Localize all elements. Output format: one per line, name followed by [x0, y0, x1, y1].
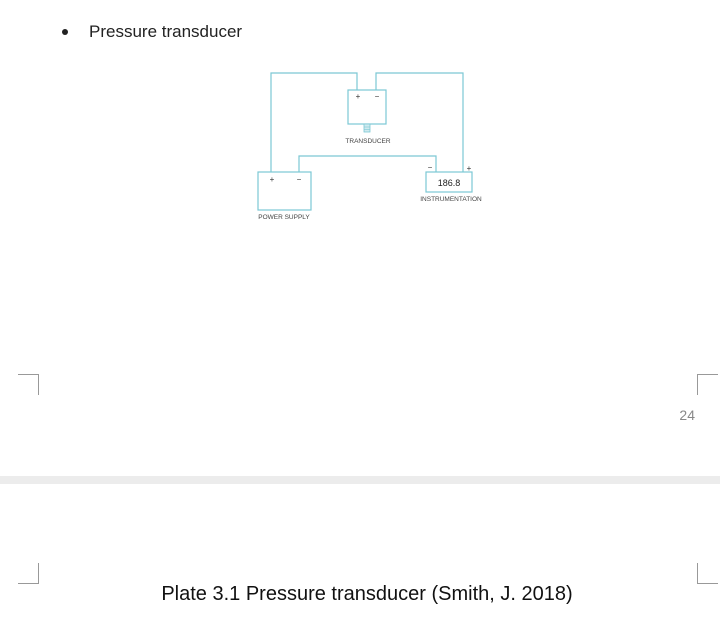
power-supply-minus-terminal: −: [297, 175, 302, 184]
wire-supply-plus-to-transducer-plus: [270, 72, 358, 172]
bullet-text: Pressure transducer: [89, 22, 243, 41]
wire-transducer-minus-to-instrument-plus: [375, 72, 464, 172]
document-page-2: [0, 484, 720, 617]
transducer-port-icon: [363, 123, 371, 133]
figure-caption: Plate 3.1 Pressure transducer (Smith, J.…: [161, 583, 573, 605]
page-corner-mark-top-left: [18, 374, 39, 395]
instrumentation-plus-terminal: +: [467, 164, 472, 173]
transducer-label: TRANSDUCER: [345, 138, 390, 145]
bullet-item: Pressure transducer: [62, 22, 242, 42]
transducer-box: [347, 89, 387, 125]
bullet-icon: [62, 29, 68, 35]
page-corner-mark-top-right: [697, 374, 718, 395]
instrumentation: − + 186.8 INSTRUMENTATION: [420, 163, 482, 203]
instrumentation-reading: 186.8: [438, 178, 461, 188]
power-supply-plus-terminal: +: [270, 175, 275, 184]
page-separator: [0, 476, 720, 484]
transducer-plus-terminal: +: [356, 92, 361, 101]
transducer-wiring-diagram: + − TRANSDUCER + − POWER SUPPLY − + 186.…: [257, 72, 482, 221]
instrumentation-box: [425, 171, 473, 193]
transducer-minus-terminal: −: [375, 92, 380, 101]
page-number: 24: [679, 407, 695, 423]
transducer: + − TRANSDUCER: [345, 89, 391, 145]
page-corner-mark-bottom-left: [18, 563, 39, 584]
wires: [270, 72, 464, 172]
instrumentation-minus-terminal: −: [428, 163, 433, 172]
document-page-1: [0, 0, 720, 476]
power-supply-box: [257, 171, 312, 211]
power-supply: + − POWER SUPPLY: [257, 171, 312, 221]
power-supply-label: POWER SUPPLY: [258, 214, 310, 221]
page-corner-mark-bottom-right: [697, 563, 718, 584]
instrumentation-label: INSTRUMENTATION: [420, 196, 482, 203]
wire-supply-minus-to-instrument-minus: [298, 155, 437, 172]
